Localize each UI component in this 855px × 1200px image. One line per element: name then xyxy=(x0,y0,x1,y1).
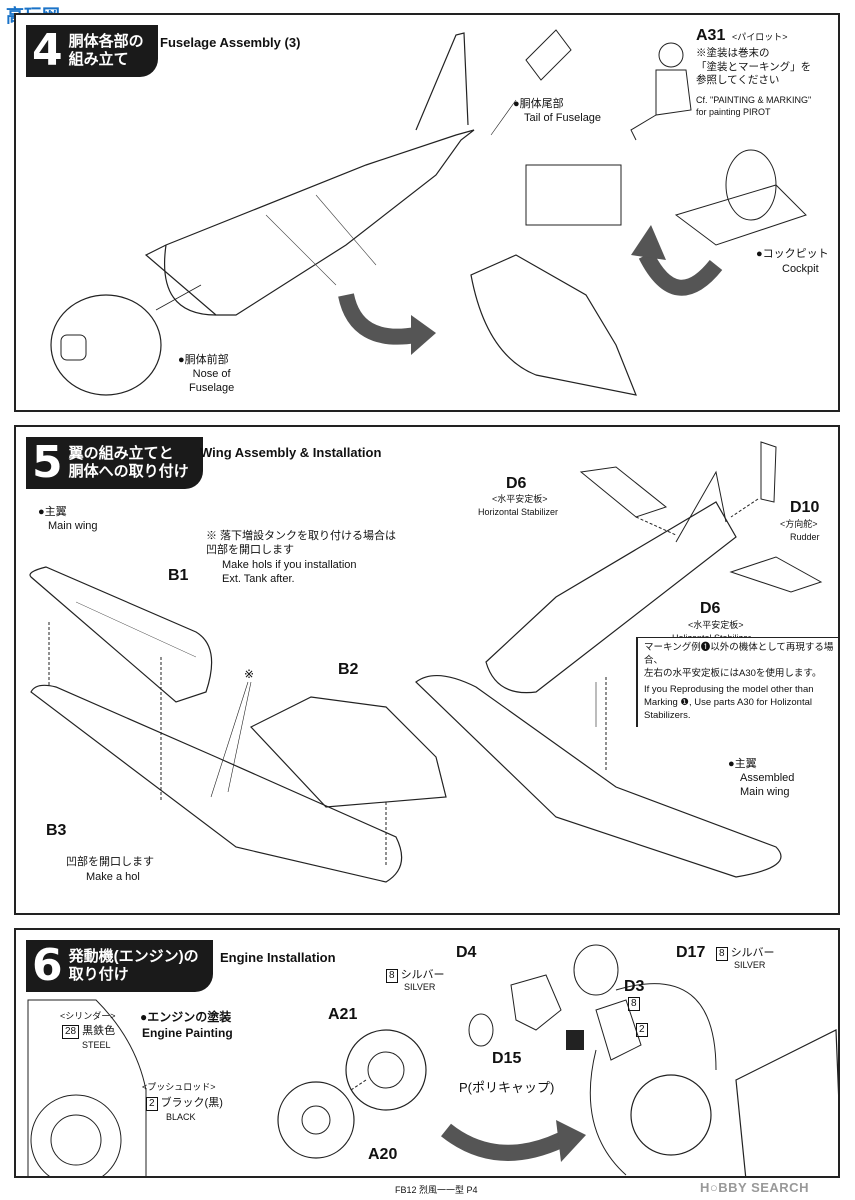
part-d15: D15 xyxy=(492,1050,522,1067)
d3-color-number-2: 2 xyxy=(636,1023,648,1037)
d4-color-en: SILVER xyxy=(404,982,436,992)
open-hole-jp: 凹部を開口します xyxy=(66,856,154,868)
tail-label-en: Tail of Fuselage xyxy=(524,112,602,124)
pushrod-color-number: 2 xyxy=(146,1097,158,1111)
part-a20: A20 xyxy=(368,1146,398,1163)
d10-jp: <方向舵> xyxy=(780,519,818,529)
d4-color-jp: シルバー xyxy=(400,969,445,981)
tail-label-jp: ●胴体尾部 xyxy=(513,98,564,110)
d10-en: Rudder xyxy=(790,532,820,542)
hole-note-en: Make hols if you installation Ext. Tank … xyxy=(222,559,357,586)
d4-color-number: 8 xyxy=(386,969,398,983)
d3-color-number: 8 xyxy=(628,997,640,1011)
pilot-note-jp: ※塗装は巻末の 「塗装とマーキング」を 参照してください xyxy=(696,47,812,87)
part-d10: D10 xyxy=(790,499,820,516)
step6-title-jp: 発動機(エンジン)の 取り付け xyxy=(68,948,199,983)
d3-paint-1: 8 xyxy=(628,996,643,1011)
step6-number: 6 xyxy=(32,940,63,991)
step5-number: 5 xyxy=(32,437,63,488)
d6-top-jp: <水平安定板> xyxy=(492,494,548,504)
hole-note-jp: ※ 落下増設タンクを取り付ける場合は 凹部を開口します xyxy=(206,530,397,557)
assembled-wing-en: Assembled Main wing xyxy=(740,772,795,799)
part-a21: A21 xyxy=(328,1006,358,1023)
cylinder-label-jp: <シリンダー> xyxy=(60,1011,116,1021)
asterisk-mark: ※ xyxy=(244,667,255,681)
cylinder-color-jp: 黒鉄色 xyxy=(82,1025,116,1037)
marking-note-box: マーキング例❶以外の機体として再現する場合、 左右の水平安定板にはA30を使用し… xyxy=(636,637,838,727)
d17-color-number: 8 xyxy=(716,947,728,961)
part-d3: D3 xyxy=(624,978,645,995)
part-b1: B1 xyxy=(168,567,189,584)
assembled-wing-jp: ●主翼 xyxy=(728,758,757,770)
engine-paint-jp: ●エンジンの塗装 xyxy=(140,1010,232,1024)
step6-title-en: Engine Installation xyxy=(220,950,336,965)
marking-note-en: If you Reprodusing the model other than … xyxy=(644,684,814,722)
step4-title-jp: 胴体各部の 組み立て xyxy=(68,33,144,68)
part-b2: B2 xyxy=(338,661,359,678)
step6-panel: 6 発動機(エンジン)の 取り付け Engine Installation <シ… xyxy=(14,928,840,1178)
d6-top-en: Horizontal Stabilizer xyxy=(478,507,559,517)
step4-illustration xyxy=(50,29,807,396)
mainwing-label-jp: ●主翼 xyxy=(38,506,67,518)
part-d4: D4 xyxy=(456,944,477,961)
pushrod-label-jp: <プッシュロッド> xyxy=(142,1082,216,1092)
mainwing-label-en: Main wing xyxy=(48,520,98,532)
part-d6-bottom: D6 xyxy=(700,600,721,617)
pilot-note-en: Cf. "PAINTING & MARKING" for painting PI… xyxy=(696,95,812,117)
open-hole-en: Make a hol xyxy=(86,871,140,883)
cylinder-color-number: 28 xyxy=(62,1025,80,1039)
step4-panel: 4 胴体各部の 組み立て Fuselage Assembly (3) ●胴体尾部… xyxy=(14,13,840,412)
step5-illustration xyxy=(29,441,823,883)
step6-illustration xyxy=(27,944,838,1176)
step6-badge: 6 発動機(エンジン)の 取り付け xyxy=(26,940,213,992)
step4-title-en: Fuselage Assembly (3) xyxy=(160,35,301,50)
pushrod-color-jp: ブラック(黒) xyxy=(160,1097,223,1109)
d6-bottom-jp: <水平安定板> xyxy=(688,620,744,630)
pushrod-color-en: BLACK xyxy=(166,1112,196,1122)
engine-paint-en: Engine Painting xyxy=(142,1026,233,1040)
watermark: H○BBY SEARCH xyxy=(700,1180,809,1195)
d17-color-jp: シルバー xyxy=(730,947,775,959)
step4-number: 4 xyxy=(32,25,63,76)
polycap-label: P(ポリキャップ) xyxy=(459,1080,555,1095)
d17-color-en: SILVER xyxy=(734,960,766,970)
pilot-label-jp: <パイロット> xyxy=(732,32,788,42)
part-d6-top: D6 xyxy=(506,475,527,492)
step5-badge: 5 翼の組み立てと 胴体への取り付け xyxy=(26,437,203,489)
nose-label-en: Nose of Fuselage xyxy=(189,368,235,395)
part-d17: D17 xyxy=(676,944,706,961)
pilot-part-number: A31 xyxy=(696,27,726,44)
cylinder-color-en: STEEL xyxy=(82,1040,111,1050)
part-b3: B3 xyxy=(46,822,67,839)
nose-label-jp: ●胴体前部 xyxy=(178,354,229,366)
page-footer: FB12 烈風一一型 P4 xyxy=(395,1185,478,1195)
marking-note-jp: マーキング例❶以外の機体として再現する場合、 左右の水平安定板にはA30を使用し… xyxy=(644,642,834,679)
step5-panel: 5 翼の組み立てと 胴体への取り付け Wing Assembly & Insta… xyxy=(14,425,840,915)
step5-title-jp: 翼の組み立てと 胴体への取り付け xyxy=(68,445,189,480)
step5-title-en: Wing Assembly & Installation xyxy=(200,445,382,460)
cockpit-label-en: Cockpit xyxy=(782,263,819,275)
d3-paint-2: 2 xyxy=(636,1022,651,1037)
cockpit-label-jp: ●コックピット xyxy=(756,248,829,260)
step4-badge: 4 胴体各部の 組み立て xyxy=(26,25,158,77)
